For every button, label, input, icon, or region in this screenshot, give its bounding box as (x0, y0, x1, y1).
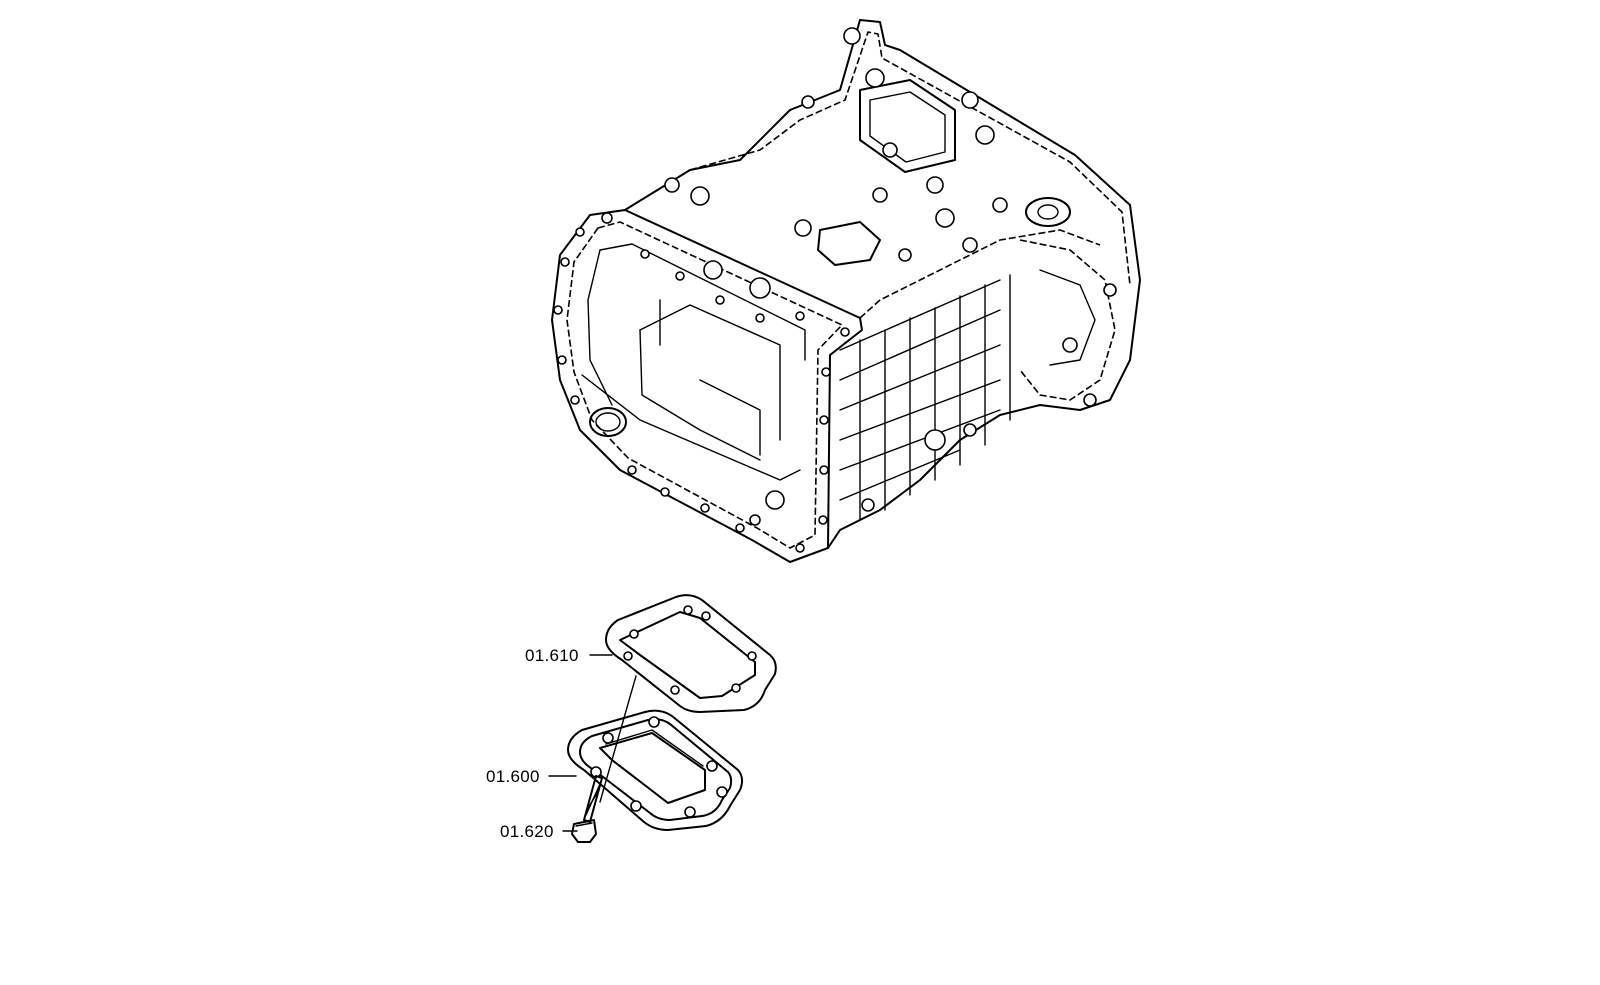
leader-lines (548, 654, 637, 832)
label-cover: 01.600 (486, 767, 540, 786)
cover-part (567, 709, 744, 831)
label-screw: 01.620 (500, 822, 554, 841)
transmission-housing (551, 19, 1141, 563)
gasket-part (605, 594, 777, 713)
label-gasket: 01.610 (525, 646, 579, 665)
screw-axis-line (599, 675, 637, 803)
screw-part (571, 775, 603, 843)
